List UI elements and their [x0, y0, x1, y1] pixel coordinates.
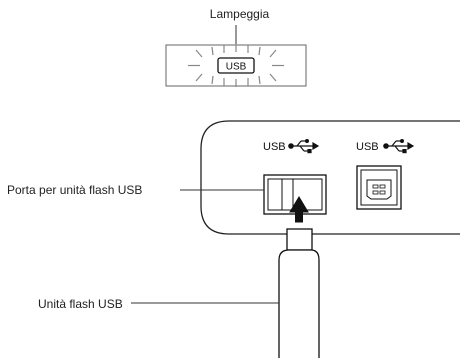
flash-port-label: Porta per unità flash USB: [7, 183, 143, 197]
blink-rays: [188, 44, 284, 87]
usb-icon: [288, 138, 320, 154]
port-b-label: USB: [356, 141, 379, 153]
port-a-label: USB: [263, 141, 286, 153]
insert-arrow: [289, 196, 309, 223]
usb-icon: [383, 138, 415, 154]
usb-indicator-text: USB: [226, 62, 247, 73]
instrument-panel: [200, 120, 460, 235]
flash-drive-label: Unità flash USB: [38, 297, 123, 311]
blink-label: Lampeggia: [209, 7, 270, 21]
usb-indicator-box: [217, 57, 255, 74]
usb-flash-drive: [278, 228, 320, 358]
usb-b-port: [356, 165, 402, 210]
